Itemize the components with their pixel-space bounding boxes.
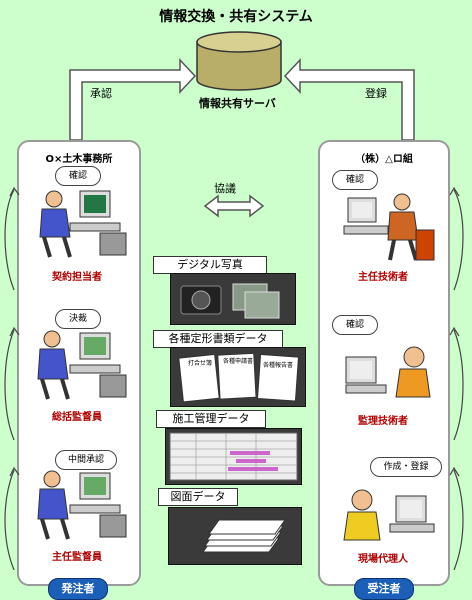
contractor-panel-title: （株）△ロ組 xyxy=(355,154,413,165)
category-drawings: 図面データ xyxy=(158,488,238,506)
contractor-role-2: 監理技術者 xyxy=(358,416,408,427)
worker-at-computer-icon xyxy=(343,193,435,261)
doc-label-2: 各種申請書 xyxy=(222,358,253,365)
contractor-role-1: 主任技術者 xyxy=(358,272,408,283)
contractor-bubble-3: 作成・登録 xyxy=(370,457,442,477)
page-title: 情報交換・共有システム xyxy=(159,9,313,25)
contractor-role-3: 現場代理人 xyxy=(358,554,408,565)
consult-label: 協議 xyxy=(214,182,236,195)
doc-label-3: 各種報告書 xyxy=(262,362,293,369)
contractor-flow-arrows xyxy=(449,186,464,570)
worker-at-computer-icon xyxy=(37,470,127,540)
client-panel-title: O×土木事務所 xyxy=(45,154,113,165)
camera-photo-icon xyxy=(170,273,296,325)
worker-at-computer-icon xyxy=(37,330,127,400)
doc-label-1: 打合せ簿 xyxy=(187,360,212,367)
spreadsheet-icon xyxy=(165,428,302,485)
register-arrow xyxy=(283,58,415,141)
contractor-panel xyxy=(318,140,450,586)
category-forms: 各種定形書類データ xyxy=(153,330,283,348)
drawing-stack-icon xyxy=(168,507,302,565)
consult-double-arrow xyxy=(203,194,265,218)
contractor-footer-badge: 受注者 xyxy=(354,578,414,600)
documents-icon: 打合せ簿 各種申請書 各種報告書 xyxy=(170,347,306,407)
contractor-bubble-2: 確認 xyxy=(332,315,378,335)
client-role-3: 主任監督員 xyxy=(52,552,102,563)
client-bubble-3: 中間承認 xyxy=(55,450,117,470)
category-construction-data: 施工管理データ xyxy=(156,410,266,428)
server-database-icon xyxy=(196,31,282,91)
approve-label: 承認 xyxy=(90,87,112,100)
category-digital-photo: デジタル写真 xyxy=(153,256,267,274)
client-role-2: 総括監督員 xyxy=(52,412,102,423)
client-role-1: 契約担当者 xyxy=(52,272,102,283)
worker-at-computer-icon xyxy=(343,489,435,541)
client-bubble-1: 確認 xyxy=(55,166,101,186)
worker-at-computer-icon xyxy=(345,346,431,398)
worker-at-computer-icon xyxy=(39,190,127,258)
contractor-bubble-1: 確認 xyxy=(332,170,378,190)
client-flow-arrows xyxy=(4,186,20,570)
client-bubble-2: 決裁 xyxy=(55,309,101,329)
approve-arrow xyxy=(69,58,197,141)
server-label: 情報共有サーバ xyxy=(199,97,276,110)
register-label: 登録 xyxy=(365,87,387,100)
client-footer-badge: 発注者 xyxy=(48,578,108,600)
